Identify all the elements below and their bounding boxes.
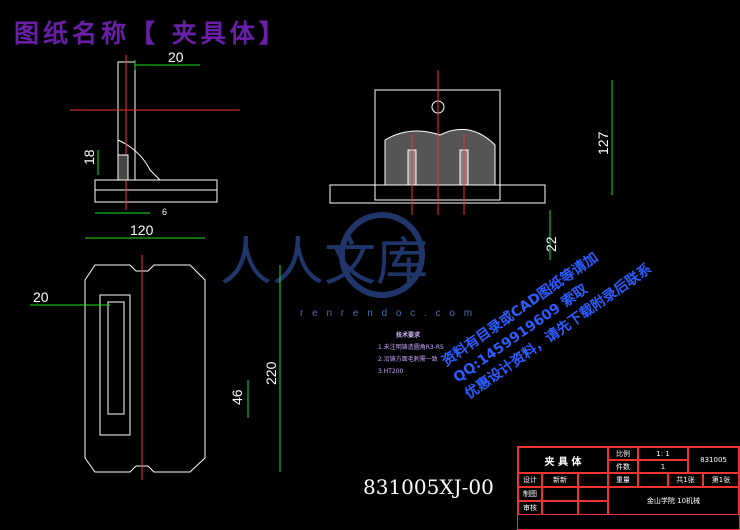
notes-heading: 技术要求 (396, 332, 421, 339)
tb-drawing-no: 831005 (688, 447, 739, 473)
tb-name: 夹 具 体 (518, 447, 608, 473)
dim-127: 127 (595, 131, 611, 155)
front-view-dimensions (95, 60, 200, 214)
drawing-title: 图纸名称【 夹具体】 (14, 19, 288, 48)
side-view (329, 70, 546, 215)
technical-notes: 技术要求 1.未注明铸造圆角R3-R5 2.沿铸方面毛刺需一致 3.HT200 (378, 330, 444, 378)
tb-sheet-total: 共1张 (668, 473, 703, 487)
tb-designer-name: 新新 (542, 473, 578, 487)
title-block: 夹 具 体 比例 1: 1 831005 件数 1 设计 新新 重量 共1张 第… (517, 446, 740, 530)
tb-qty-label: 件数 (608, 460, 638, 473)
top-view (84, 255, 206, 480)
dim-6: 6 (162, 207, 167, 217)
watermark-url: r e n r e n d o c . c o m (300, 308, 475, 319)
tb-scale-value: 1: 1 (638, 447, 688, 460)
tb-school: 金山学院 10机械 (608, 487, 739, 515)
tb-scale-label: 比例 (608, 447, 638, 460)
part-number: 831005XJ-00 (363, 475, 494, 499)
dim-46: 46 (229, 389, 245, 405)
watermark-logo: 人人文库 (220, 212, 428, 298)
watermark-brand: 人人文库 (220, 233, 428, 293)
tb-drafter-label: 制图 (518, 487, 542, 501)
dim-20-top: 20 (168, 49, 184, 65)
note-item: 3.HT200 (378, 368, 404, 375)
dim-120: 120 (130, 222, 154, 238)
note-item: 2.沿铸方面毛刺需一致 (378, 356, 438, 363)
front-view (70, 55, 240, 210)
tb-designer-label: 设计 (518, 473, 542, 487)
dim-18: 18 (81, 149, 97, 165)
dim-220: 220 (263, 361, 279, 385)
tb-sheet-no: 第1张 (703, 473, 739, 487)
dim-20-side: 20 (33, 289, 49, 305)
note-item: 1.未注明铸造圆角R3-R5 (378, 344, 444, 351)
tb-weight-label: 重量 (608, 473, 638, 487)
side-view-dimensions (549, 80, 613, 260)
tb-qty-value: 1 (638, 460, 688, 473)
tb-checker-label: 审核 (518, 501, 542, 515)
top-view-dimensions (30, 237, 281, 472)
dim-22: 22 (543, 236, 559, 252)
